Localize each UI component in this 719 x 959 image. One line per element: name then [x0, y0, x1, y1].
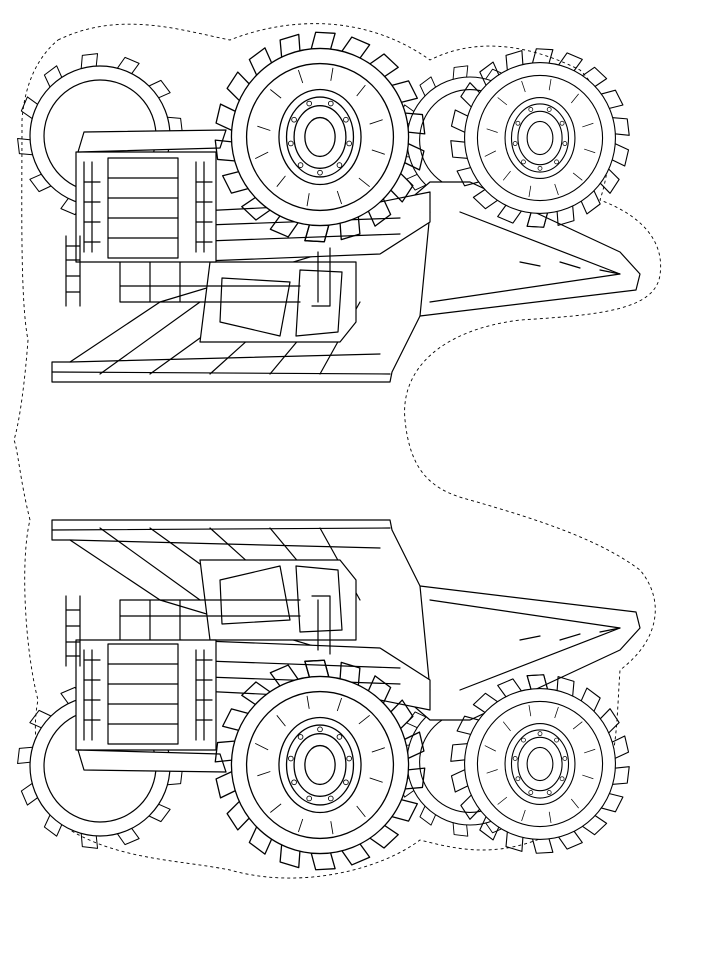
truck-top-mirrored: [17, 32, 640, 382]
truck-bottom: [17, 520, 640, 870]
